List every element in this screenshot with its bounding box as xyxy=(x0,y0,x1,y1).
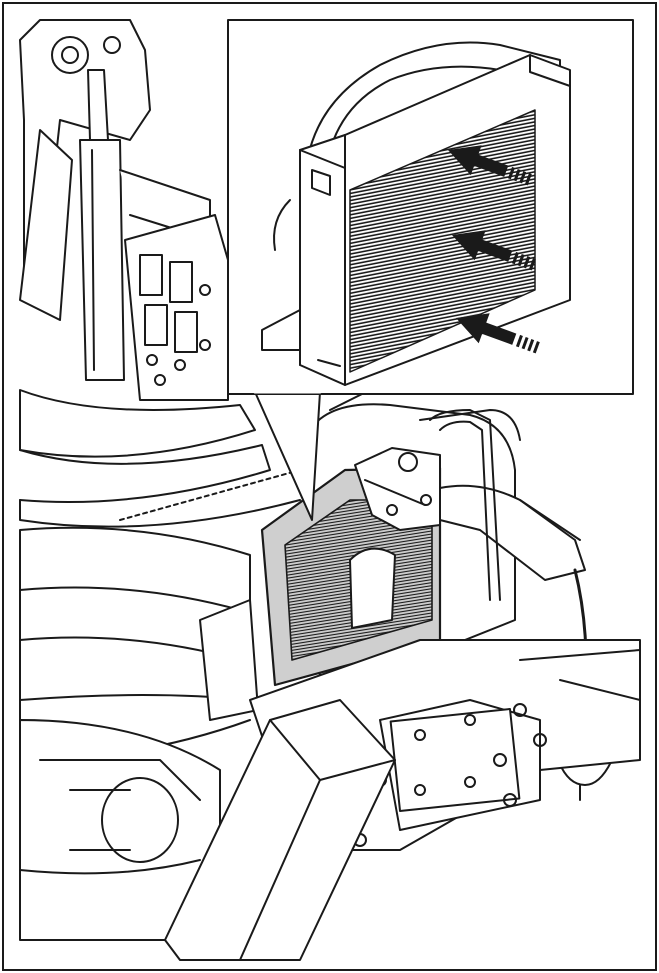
airflow-arrow-icon xyxy=(452,230,536,271)
callout-pointer xyxy=(254,391,321,521)
control-valve-block xyxy=(124,214,229,401)
boom-arm xyxy=(164,699,396,961)
guard-rail xyxy=(429,409,501,601)
airflow-arrow-icon xyxy=(456,313,540,354)
airflow-arrows xyxy=(448,145,540,354)
airflow-arrow-icon xyxy=(448,145,532,186)
radiator-fins xyxy=(349,109,536,373)
turntable-ring xyxy=(19,389,301,528)
track-frame xyxy=(19,719,221,941)
radiator-bracket xyxy=(354,447,441,531)
